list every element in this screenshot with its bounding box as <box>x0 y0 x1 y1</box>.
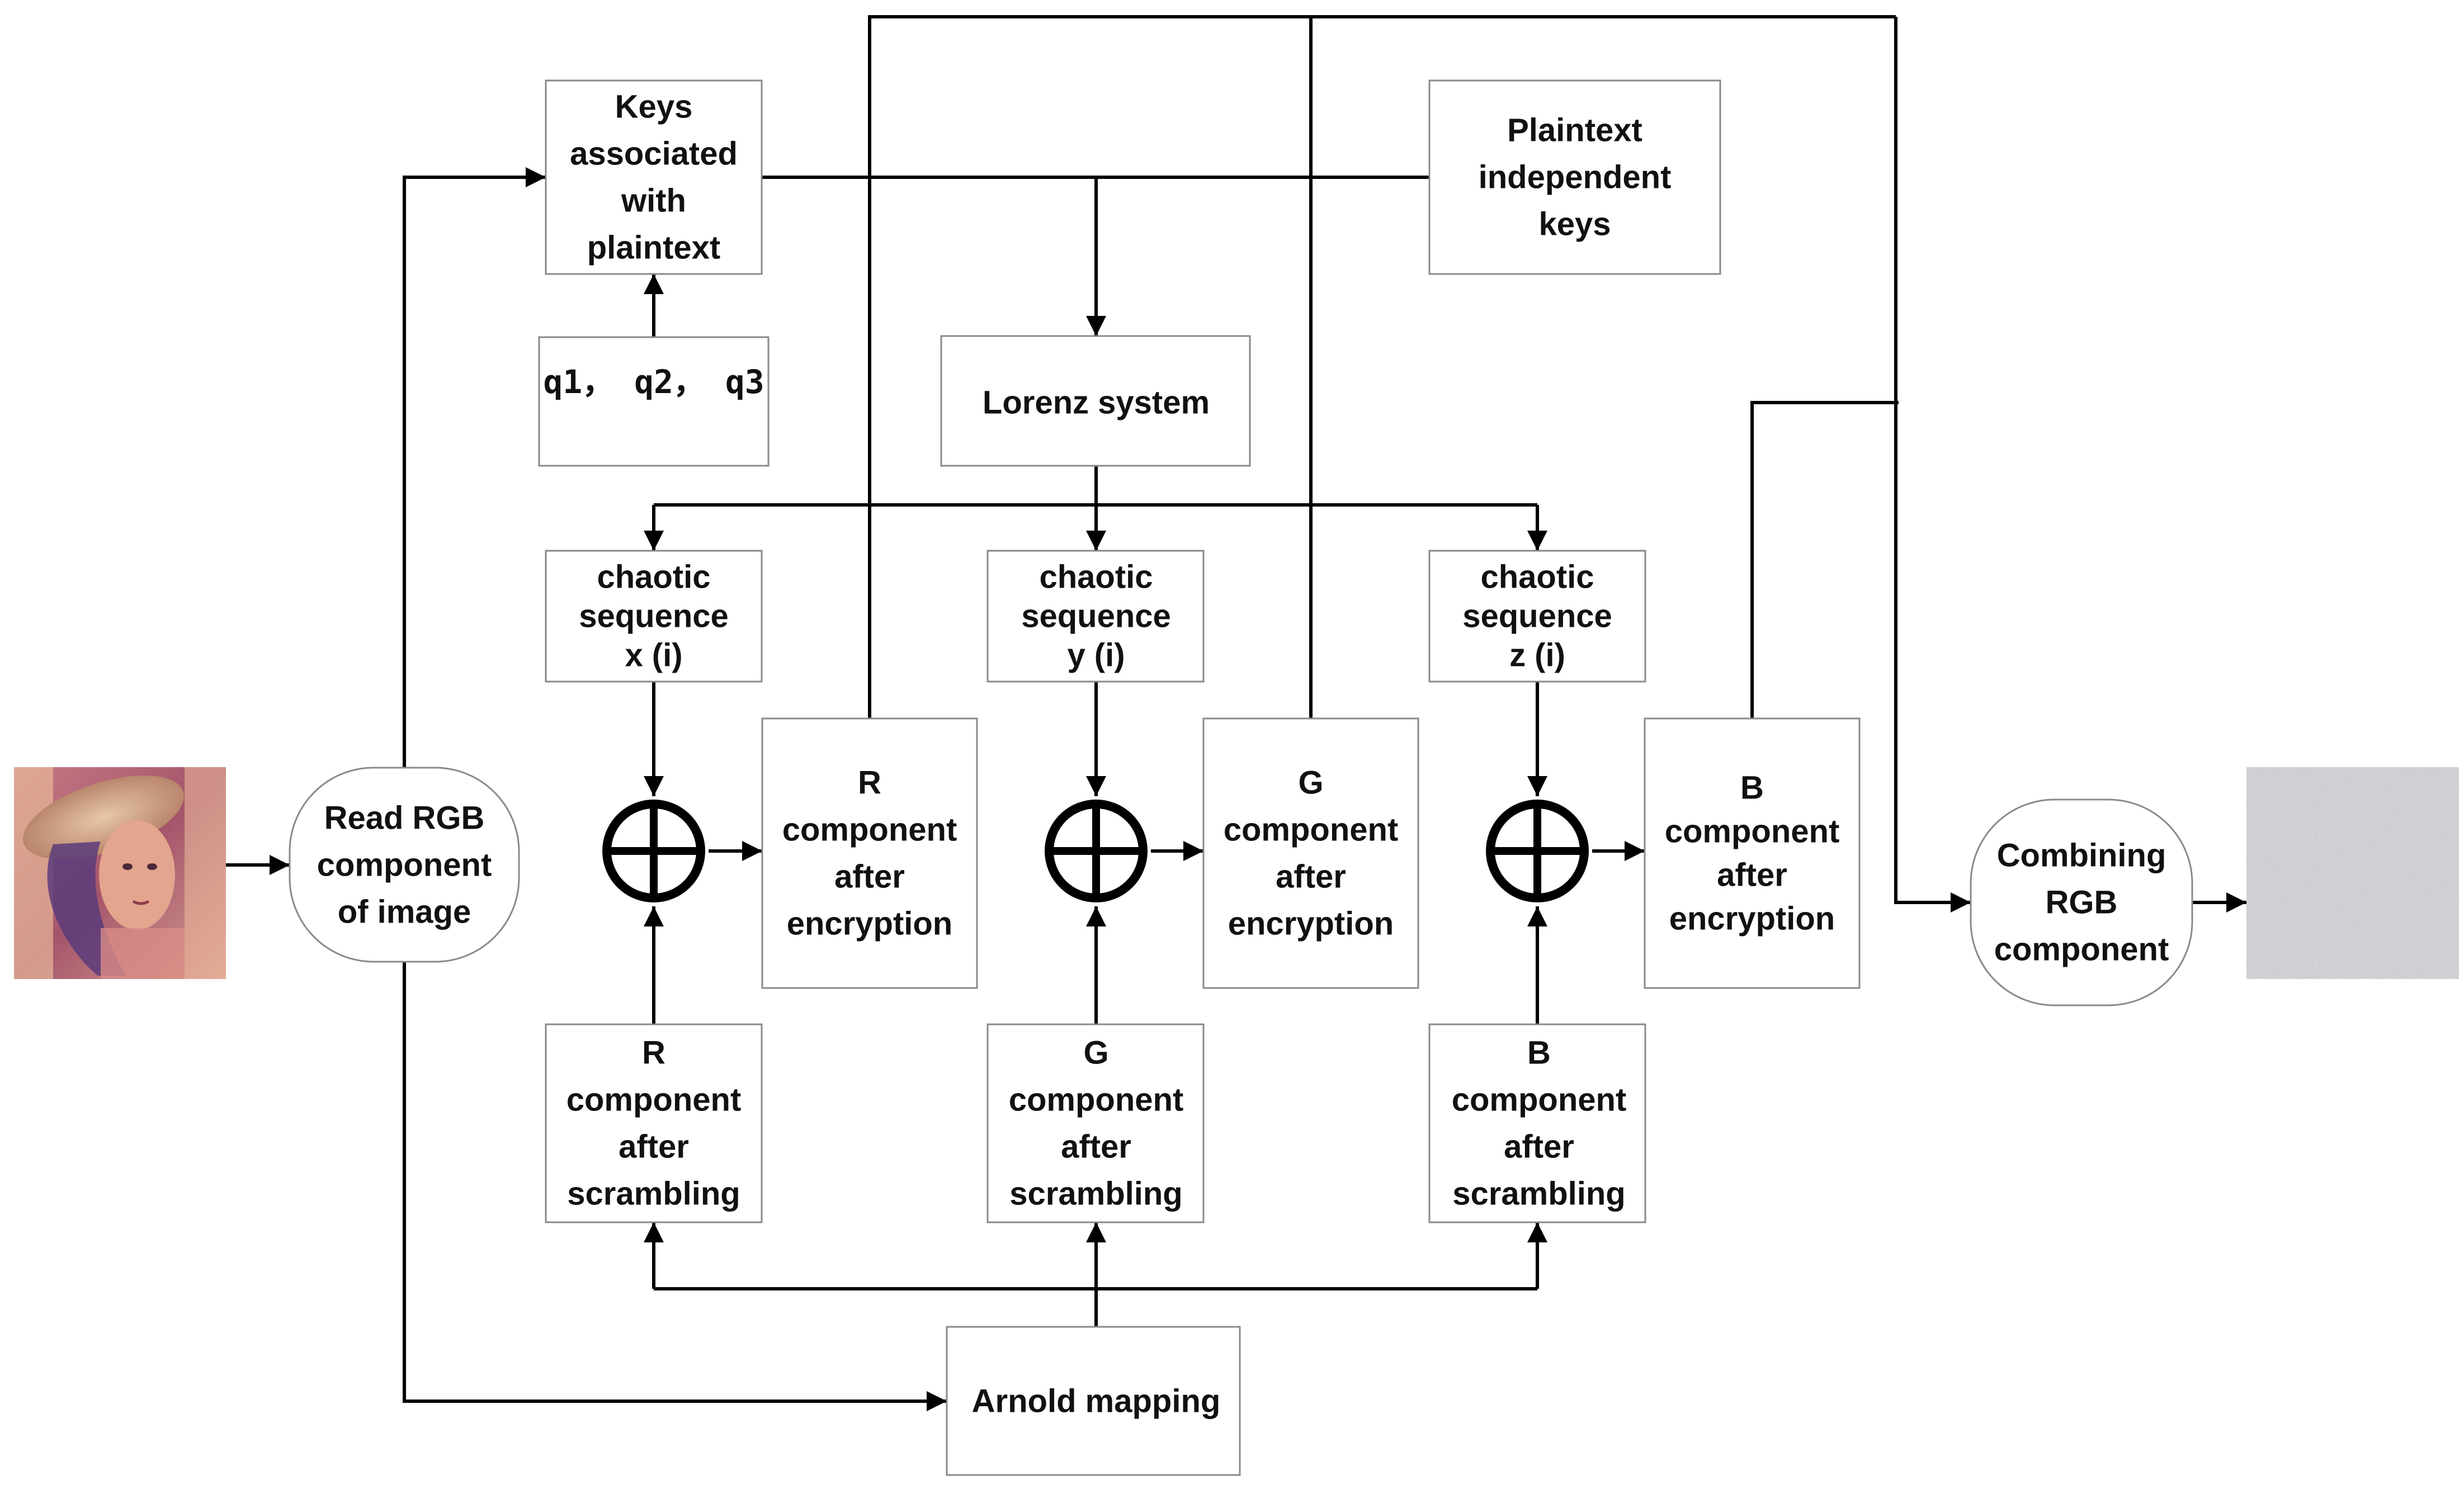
g-scrambled-label-line-4: scrambling <box>1009 1176 1182 1212</box>
chaotic-x-label-line-3: x (i) <box>625 637 682 674</box>
g-encrypted-label-line-4: encryption <box>1228 906 1394 942</box>
chaotic-z-node <box>1428 550 1646 683</box>
chaotic-z-label-line-3: z (i) <box>1509 637 1565 674</box>
g-scrambled-label-line-1: G <box>1083 1035 1108 1071</box>
output-noise-image <box>2246 767 2459 979</box>
g-scrambled-node <box>986 1023 1205 1223</box>
combining-label-line-2: RGB <box>2046 885 2118 921</box>
r-scrambled-label-line-3: after <box>619 1129 689 1165</box>
arnold-label: Arnold mapping <box>972 1383 1221 1420</box>
g-scrambled-label-line-3: after <box>1061 1129 1131 1165</box>
r-scrambled-label-line-1: R <box>642 1035 665 1071</box>
keys-plaintext-label-line-3: with <box>621 183 686 219</box>
connector-lines <box>226 15 2246 1411</box>
g-encrypted-label-line-2: component <box>1224 812 1399 848</box>
b-scrambled-label-line-3: after <box>1504 1129 1574 1165</box>
plaintext-independent-label-line-3: keys <box>1538 206 1611 243</box>
chaotic-y-node <box>986 550 1205 683</box>
b-scrambled-label-line-1: B <box>1527 1035 1551 1071</box>
b-scrambled-label-line-2: component <box>1452 1082 1627 1118</box>
b-encrypted-node <box>1644 717 1861 989</box>
plaintext-independent-node <box>1428 79 1721 275</box>
b-scrambled-label-line-4: scrambling <box>1452 1176 1625 1212</box>
chaotic-z-label-line-1: chaotic <box>1480 559 1594 595</box>
plaintext-independent-label-line-2: independent <box>1479 159 1672 196</box>
r-scrambled-node <box>545 1023 763 1223</box>
chaotic-x-label-line-1: chaotic <box>597 559 710 595</box>
lorenz-label-line-1: Lorenz system <box>983 385 1210 421</box>
xor-r-icon <box>602 800 705 902</box>
chaotic-y-label-line-3: y (i) <box>1067 637 1125 674</box>
r-encrypted-node <box>761 717 978 989</box>
keys-plaintext-label-line-2: associated <box>570 136 738 172</box>
input-lena-image <box>14 767 226 979</box>
chaotic-y-label-line-2: sequence <box>1021 598 1171 635</box>
r-encrypted-label-line-4: encryption <box>787 906 953 942</box>
r-encrypted-label-line-1: R <box>858 765 881 801</box>
xor-b-icon <box>1486 800 1589 902</box>
combining-label-line-3: component <box>1994 932 2169 968</box>
arnold-label-line-1: Arnold mapping <box>972 1383 1221 1420</box>
b-scrambled-node <box>1428 1023 1646 1223</box>
q-params-label: q1， q2， q3 <box>543 363 764 401</box>
plaintext-independent-label-line-1: Plaintext <box>1507 112 1642 149</box>
q-params-label-line-1: q1， q2， q3 <box>543 363 764 401</box>
read-rgb-label-line-1: Read RGB <box>324 800 485 836</box>
read-rgb-label: Read RGB component of image <box>317 800 492 930</box>
r-scrambled-label-line-4: scrambling <box>567 1176 740 1212</box>
read-rgb-node <box>289 767 520 963</box>
lorenz-label: Lorenz system <box>983 385 1210 421</box>
combining-label-line-1: Combining <box>1997 838 2166 874</box>
b-encrypted-label-line-2: component <box>1665 814 1840 850</box>
g-encrypted-node <box>1202 717 1419 989</box>
read-rgb-label-line-3: of image <box>338 894 471 930</box>
chaotic-x-label-line-2: sequence <box>579 598 729 635</box>
chaotic-z-label-line-2: sequence <box>1462 598 1612 635</box>
plaintext-independent-label: Plaintext independent keys <box>1479 112 1672 243</box>
g-encrypted-label-line-3: after <box>1276 859 1346 895</box>
lorenz-node <box>940 335 1251 467</box>
keys-plaintext-label-line-1: Keys <box>615 89 693 125</box>
r-encrypted-label-line-2: component <box>782 812 957 848</box>
r-scrambled-label-line-2: component <box>567 1082 742 1118</box>
combining-node <box>1970 798 2193 1006</box>
b-encrypted-label-line-4: encryption <box>1669 901 1835 937</box>
keys-plaintext-label: Keys associated with plaintext <box>570 89 738 266</box>
chaotic-x-node <box>545 550 763 683</box>
g-encrypted-label-line-1: G <box>1298 765 1323 801</box>
b-encrypted-label-line-1: B <box>1740 770 1764 806</box>
b-encrypted-label-line-3: after <box>1717 857 1787 893</box>
xor-g-icon <box>1045 800 1148 902</box>
r-encrypted-label-line-3: after <box>834 859 905 895</box>
arnold-node <box>946 1326 1241 1476</box>
q-params-node <box>538 336 770 467</box>
read-rgb-label-line-2: component <box>317 847 492 883</box>
chaotic-y-label-line-1: chaotic <box>1039 559 1153 595</box>
g-scrambled-label-line-2: component <box>1009 1082 1184 1118</box>
keys-plaintext-node <box>545 79 763 275</box>
keys-plaintext-label-line-4: plaintext <box>587 230 721 266</box>
